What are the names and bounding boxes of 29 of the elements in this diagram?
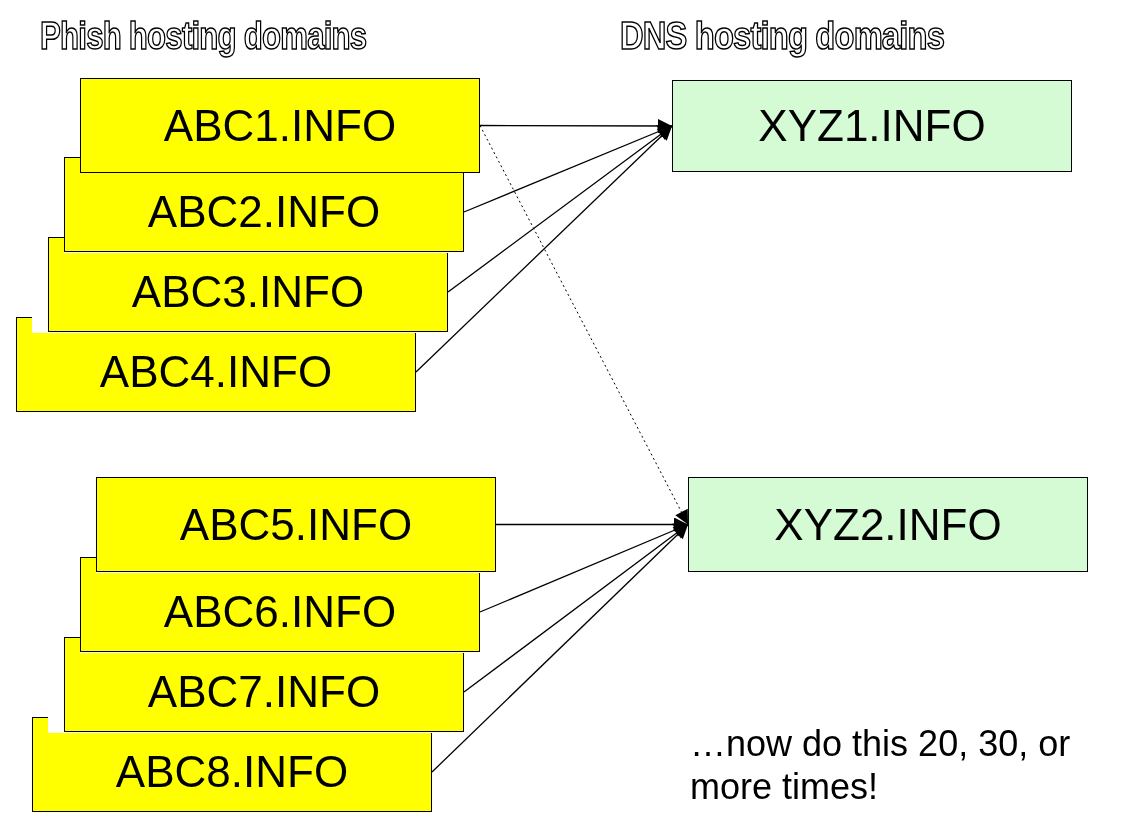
phish-domain-box: [96, 477, 496, 572]
domain-name: ABC5.INFO: [179, 502, 413, 547]
domain-name: ABC7.INFO: [147, 670, 381, 714]
domain-name: ABC4.INFO: [99, 350, 333, 394]
phish-domain-box: [16, 333, 416, 412]
phish-domain-box: [80, 78, 480, 173]
arrow: [447, 125, 673, 293]
arrow: [479, 118, 673, 133]
domain-name: ABC1.INFO: [163, 103, 397, 148]
arrow: [463, 124, 673, 213]
phish-domain-box: [64, 173, 464, 252]
domain-name: ABC6.INFO: [163, 590, 397, 634]
phish-domain-box: [32, 733, 432, 812]
arrow: [479, 125, 689, 525]
phish-domain-box: [48, 253, 448, 332]
note-text: …now do this 20, 30, or more times!: [690, 722, 1072, 809]
column-heading: Phish hosting domains: [40, 14, 368, 60]
dns-domain-box: [672, 80, 1072, 172]
domain-name: ABC3.INFO: [131, 270, 365, 314]
domain-name: ABC2.INFO: [147, 190, 381, 234]
domain-name: XYZ2.INFO: [774, 502, 1002, 547]
domain-name: ABC8.INFO: [115, 750, 349, 794]
arrow: [415, 125, 673, 373]
column-heading: DNS hosting domains: [620, 14, 946, 60]
domain-name: XYZ1.INFO: [758, 104, 986, 148]
dns-domain-box: [688, 477, 1088, 572]
arrow: [431, 523, 689, 773]
phish-domain-box: [64, 653, 464, 732]
phish-domain-box: [80, 573, 480, 652]
